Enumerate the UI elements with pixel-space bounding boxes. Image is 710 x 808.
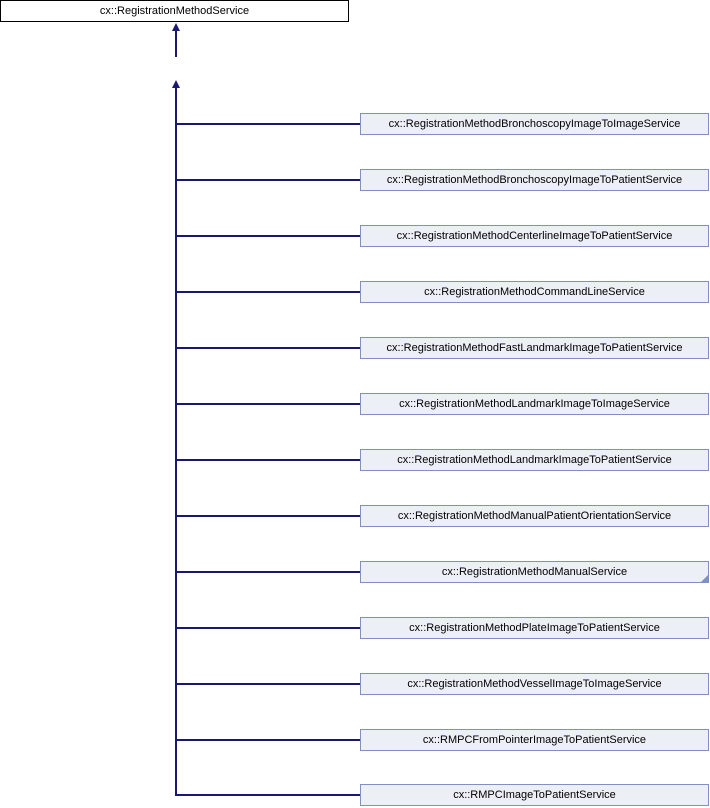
class-node-link[interactable]: cx::RegistrationMethodLandmarkImageToIma… bbox=[360, 393, 709, 415]
inheritance-branch bbox=[176, 347, 360, 349]
inheritance-branch bbox=[176, 291, 360, 293]
class-node-label: cx::RegistrationMethodManualPatientOrien… bbox=[397, 510, 672, 522]
class-node-label: cx::RegistrationMethodCenterlineImageToP… bbox=[396, 230, 673, 242]
inheritance-branch bbox=[176, 235, 360, 237]
class-node-label: cx::RegistrationMethodManualService bbox=[441, 566, 628, 578]
class-node-link[interactable]: cx::RegistrationMethodBronchoscopyImageT… bbox=[360, 113, 709, 135]
inheritance-branch bbox=[176, 683, 360, 685]
class-node-link[interactable]: cx::RegistrationMethodManualPatientOrien… bbox=[360, 505, 709, 527]
inheritance-branch bbox=[176, 627, 360, 629]
class-node-label: cx::RegistrationMethodBronchoscopyImageT… bbox=[388, 118, 681, 130]
class-node-label: cx::RegistrationMethodPlateImageToPatien… bbox=[409, 622, 660, 634]
class-node-label: cx::RegistrationMethodBronchoscopyImageT… bbox=[386, 174, 683, 186]
class-node-link[interactable]: cx::RegistrationMethodVesselImageToImage… bbox=[360, 673, 709, 695]
class-node-label: cx::RegistrationMethodService bbox=[99, 5, 250, 17]
inheritance-branch bbox=[176, 179, 360, 181]
class-node-label: cx::RegistrationMethodLandmarkImageToIma… bbox=[399, 398, 670, 410]
inheritance-branch bbox=[176, 459, 360, 461]
class-node-link[interactable]: cx::RMPCFromPointerImageToPatientService bbox=[360, 729, 709, 751]
inheritance-branch bbox=[176, 571, 360, 573]
inheritance-branch bbox=[176, 794, 360, 796]
class-node-link[interactable]: cx::RegistrationMethodBronchoscopyImageT… bbox=[360, 169, 709, 191]
class-node-link[interactable]: cx::RMPCImageToPatientService bbox=[360, 784, 709, 806]
inheritance-arrowhead bbox=[172, 80, 180, 88]
class-node-label: cx::RegistrationMethodCommandLineService bbox=[424, 286, 645, 298]
truncated-subclasses-marker-icon bbox=[701, 575, 708, 582]
class-node-label: cx::RegistrationMethodFastLandmarkImageT… bbox=[386, 342, 683, 354]
inheritance-edge bbox=[175, 30, 177, 57]
inheritance-branch bbox=[176, 739, 360, 741]
class-node-label: cx::RMPCFromPointerImageToPatientService bbox=[422, 734, 647, 746]
class-node-link[interactable]: cx::RegistrationMethodManualService bbox=[360, 561, 709, 583]
inheritance-arrowhead bbox=[172, 23, 180, 31]
class-node-registration-method-service: cx::RegistrationMethodService bbox=[0, 0, 349, 22]
class-node-link[interactable]: cx::RegistrationMethodCenterlineImageToP… bbox=[360, 225, 709, 247]
inheritance-trunk-edge bbox=[175, 87, 177, 796]
inheritance-branch bbox=[176, 123, 360, 125]
class-node-link[interactable]: cx::RegistrationMethodPlateImageToPatien… bbox=[360, 617, 709, 639]
class-node-link[interactable]: cx::RegistrationMethodCommandLineService bbox=[360, 281, 709, 303]
class-node-label: cx::RegistrationMethodVesselImageToImage… bbox=[407, 678, 662, 690]
class-node-label: cx::RMPCImageToPatientService bbox=[453, 789, 616, 801]
class-node-link[interactable]: cx::RegistrationMethodFastLandmarkImageT… bbox=[360, 337, 709, 359]
inheritance-branch bbox=[176, 515, 360, 517]
inheritance-branch bbox=[176, 403, 360, 405]
class-node-link[interactable]: cx::RegistrationMethodLandmarkImageToPat… bbox=[360, 449, 709, 471]
class-node-label: cx::RegistrationMethodLandmarkImageToPat… bbox=[397, 454, 672, 466]
